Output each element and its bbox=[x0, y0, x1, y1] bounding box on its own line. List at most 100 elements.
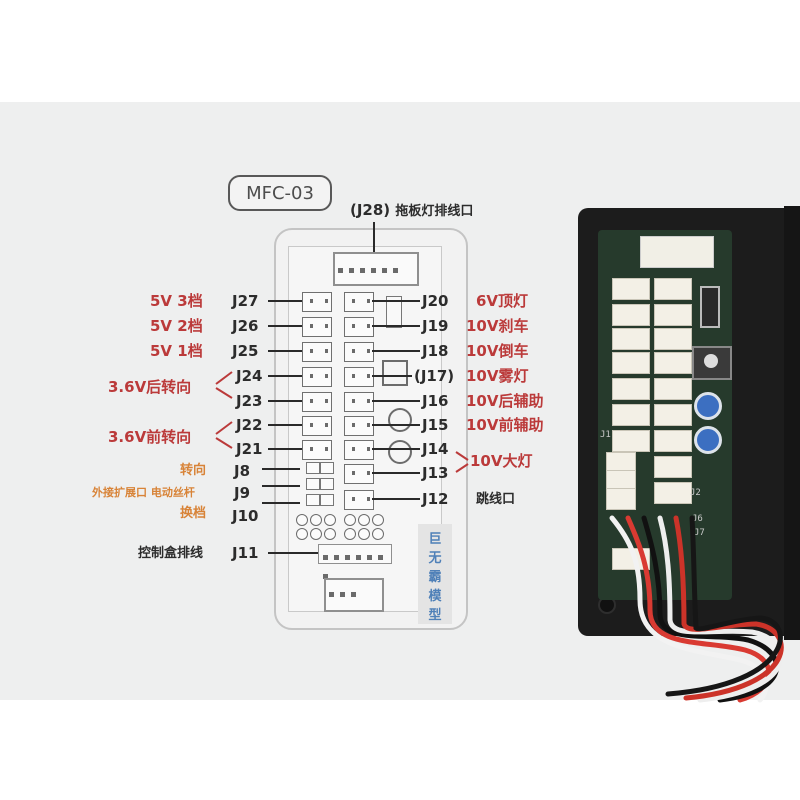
potentiometer-1 bbox=[388, 408, 412, 432]
headlight-label: 10V大灯 bbox=[470, 452, 533, 470]
brand-vertical-text: 巨 无 霸 模 型 bbox=[418, 524, 452, 624]
j22-id: J22 bbox=[236, 416, 263, 434]
pcb-connector bbox=[654, 352, 692, 374]
pcb-mark: J1 bbox=[600, 430, 611, 440]
push-button bbox=[382, 360, 408, 386]
rear-turn-label: 3.6V后转向 bbox=[108, 378, 192, 396]
connector-j24 bbox=[302, 367, 332, 387]
connector-j26 bbox=[302, 317, 332, 337]
j8-desc: 转向 bbox=[180, 463, 207, 478]
j18-desc: 10V倒车 bbox=[466, 342, 529, 360]
connector-j18 bbox=[344, 342, 374, 362]
hole bbox=[344, 514, 356, 526]
controller-case-edge bbox=[784, 206, 800, 640]
j16-desc: 10V后辅助 bbox=[466, 392, 544, 410]
j27-desc: 5V 3档 bbox=[150, 292, 203, 310]
connector-j17 bbox=[344, 367, 374, 387]
j11-header bbox=[318, 544, 392, 579]
pcb-push-button bbox=[692, 346, 732, 380]
j19-desc: 10V刹车 bbox=[466, 317, 529, 335]
j12-desc: 跳线口 bbox=[476, 492, 516, 507]
hole bbox=[324, 528, 336, 540]
j25-id: J25 bbox=[232, 342, 259, 360]
pcb-connector bbox=[612, 378, 650, 400]
j26-desc: 5V 2档 bbox=[150, 317, 203, 335]
j23-id: J23 bbox=[236, 392, 263, 410]
j24-id: J24 bbox=[236, 367, 263, 385]
hole bbox=[358, 514, 370, 526]
j28-label: (J28) 拖板灯排线口 bbox=[350, 201, 474, 219]
j8-id: J8 bbox=[234, 462, 251, 480]
pcb-connector bbox=[654, 278, 692, 300]
pcb-connector bbox=[654, 404, 692, 426]
pcb-connector bbox=[612, 328, 650, 350]
hole bbox=[296, 528, 308, 540]
j26-id: J26 bbox=[232, 317, 259, 335]
hole bbox=[344, 528, 356, 540]
pcb-connector bbox=[606, 488, 636, 510]
pcb-top-header bbox=[640, 236, 714, 268]
model-tag: MFC-03 bbox=[228, 175, 332, 211]
slide-switch bbox=[386, 296, 402, 328]
pcb-potentiometer bbox=[694, 392, 722, 420]
j20-desc: 6V顶灯 bbox=[476, 292, 529, 310]
pcb-mark: J7 bbox=[694, 528, 705, 538]
pcb-connector bbox=[654, 378, 692, 400]
j10-pin bbox=[306, 494, 320, 506]
j20-id: J20 bbox=[422, 292, 449, 310]
j21-id: J21 bbox=[236, 440, 263, 458]
hole bbox=[372, 514, 384, 526]
pcb-connector bbox=[654, 430, 692, 452]
j11-desc: 控制盒排线 bbox=[138, 546, 204, 561]
j8-pin bbox=[320, 462, 334, 474]
connector-j22 bbox=[302, 416, 332, 436]
hole bbox=[310, 528, 322, 540]
hole bbox=[296, 514, 308, 526]
j10-id: J10 bbox=[232, 507, 259, 525]
j16-id: J16 bbox=[422, 392, 449, 410]
j10-desc: 换档 bbox=[180, 506, 207, 521]
j25-desc: 5V 1档 bbox=[150, 342, 203, 360]
pcb-connector bbox=[654, 304, 692, 326]
pcb-connector bbox=[612, 304, 650, 326]
j12-id: J12 bbox=[422, 490, 449, 508]
j13-id: J13 bbox=[422, 464, 449, 482]
connector-j13 bbox=[344, 464, 374, 484]
j27-id: J27 bbox=[232, 292, 259, 310]
j19-id: J19 bbox=[422, 317, 449, 335]
pcb-connector bbox=[612, 430, 650, 452]
bottom-header bbox=[324, 578, 384, 612]
j9-id: J9 bbox=[234, 484, 251, 502]
pcb-connector bbox=[612, 278, 650, 300]
hole bbox=[358, 528, 370, 540]
pcb-mark: J2 bbox=[690, 488, 701, 498]
potentiometer-2 bbox=[388, 440, 412, 464]
j9-desc: 外接扩展口 电动丝杆 bbox=[92, 486, 195, 499]
j18-id: J18 bbox=[422, 342, 449, 360]
pcb-mark: J6 bbox=[692, 514, 703, 524]
j15-id: J15 bbox=[422, 416, 449, 434]
hole bbox=[324, 514, 336, 526]
j9-pin bbox=[306, 478, 320, 490]
j8-pin bbox=[306, 462, 320, 474]
j10-pin bbox=[320, 494, 334, 506]
j11-id: J11 bbox=[232, 544, 259, 562]
j28-header bbox=[333, 252, 419, 286]
hole bbox=[310, 514, 322, 526]
j17-desc: 10V雾灯 bbox=[466, 367, 529, 385]
connector-j27 bbox=[302, 292, 332, 312]
hole bbox=[372, 528, 384, 540]
connector-j25 bbox=[302, 342, 332, 362]
pcb-connector bbox=[612, 352, 650, 374]
pcb-connector bbox=[654, 482, 692, 504]
j14-id: J14 bbox=[422, 440, 449, 458]
connector-j21 bbox=[302, 440, 332, 460]
j15-desc: 10V前辅助 bbox=[466, 416, 544, 434]
pcb-connector bbox=[654, 456, 692, 478]
pcb-connector bbox=[654, 328, 692, 350]
front-turn-label: 3.6V前转向 bbox=[108, 428, 192, 446]
pcb-connector bbox=[612, 404, 650, 426]
j9-pin bbox=[320, 478, 334, 490]
